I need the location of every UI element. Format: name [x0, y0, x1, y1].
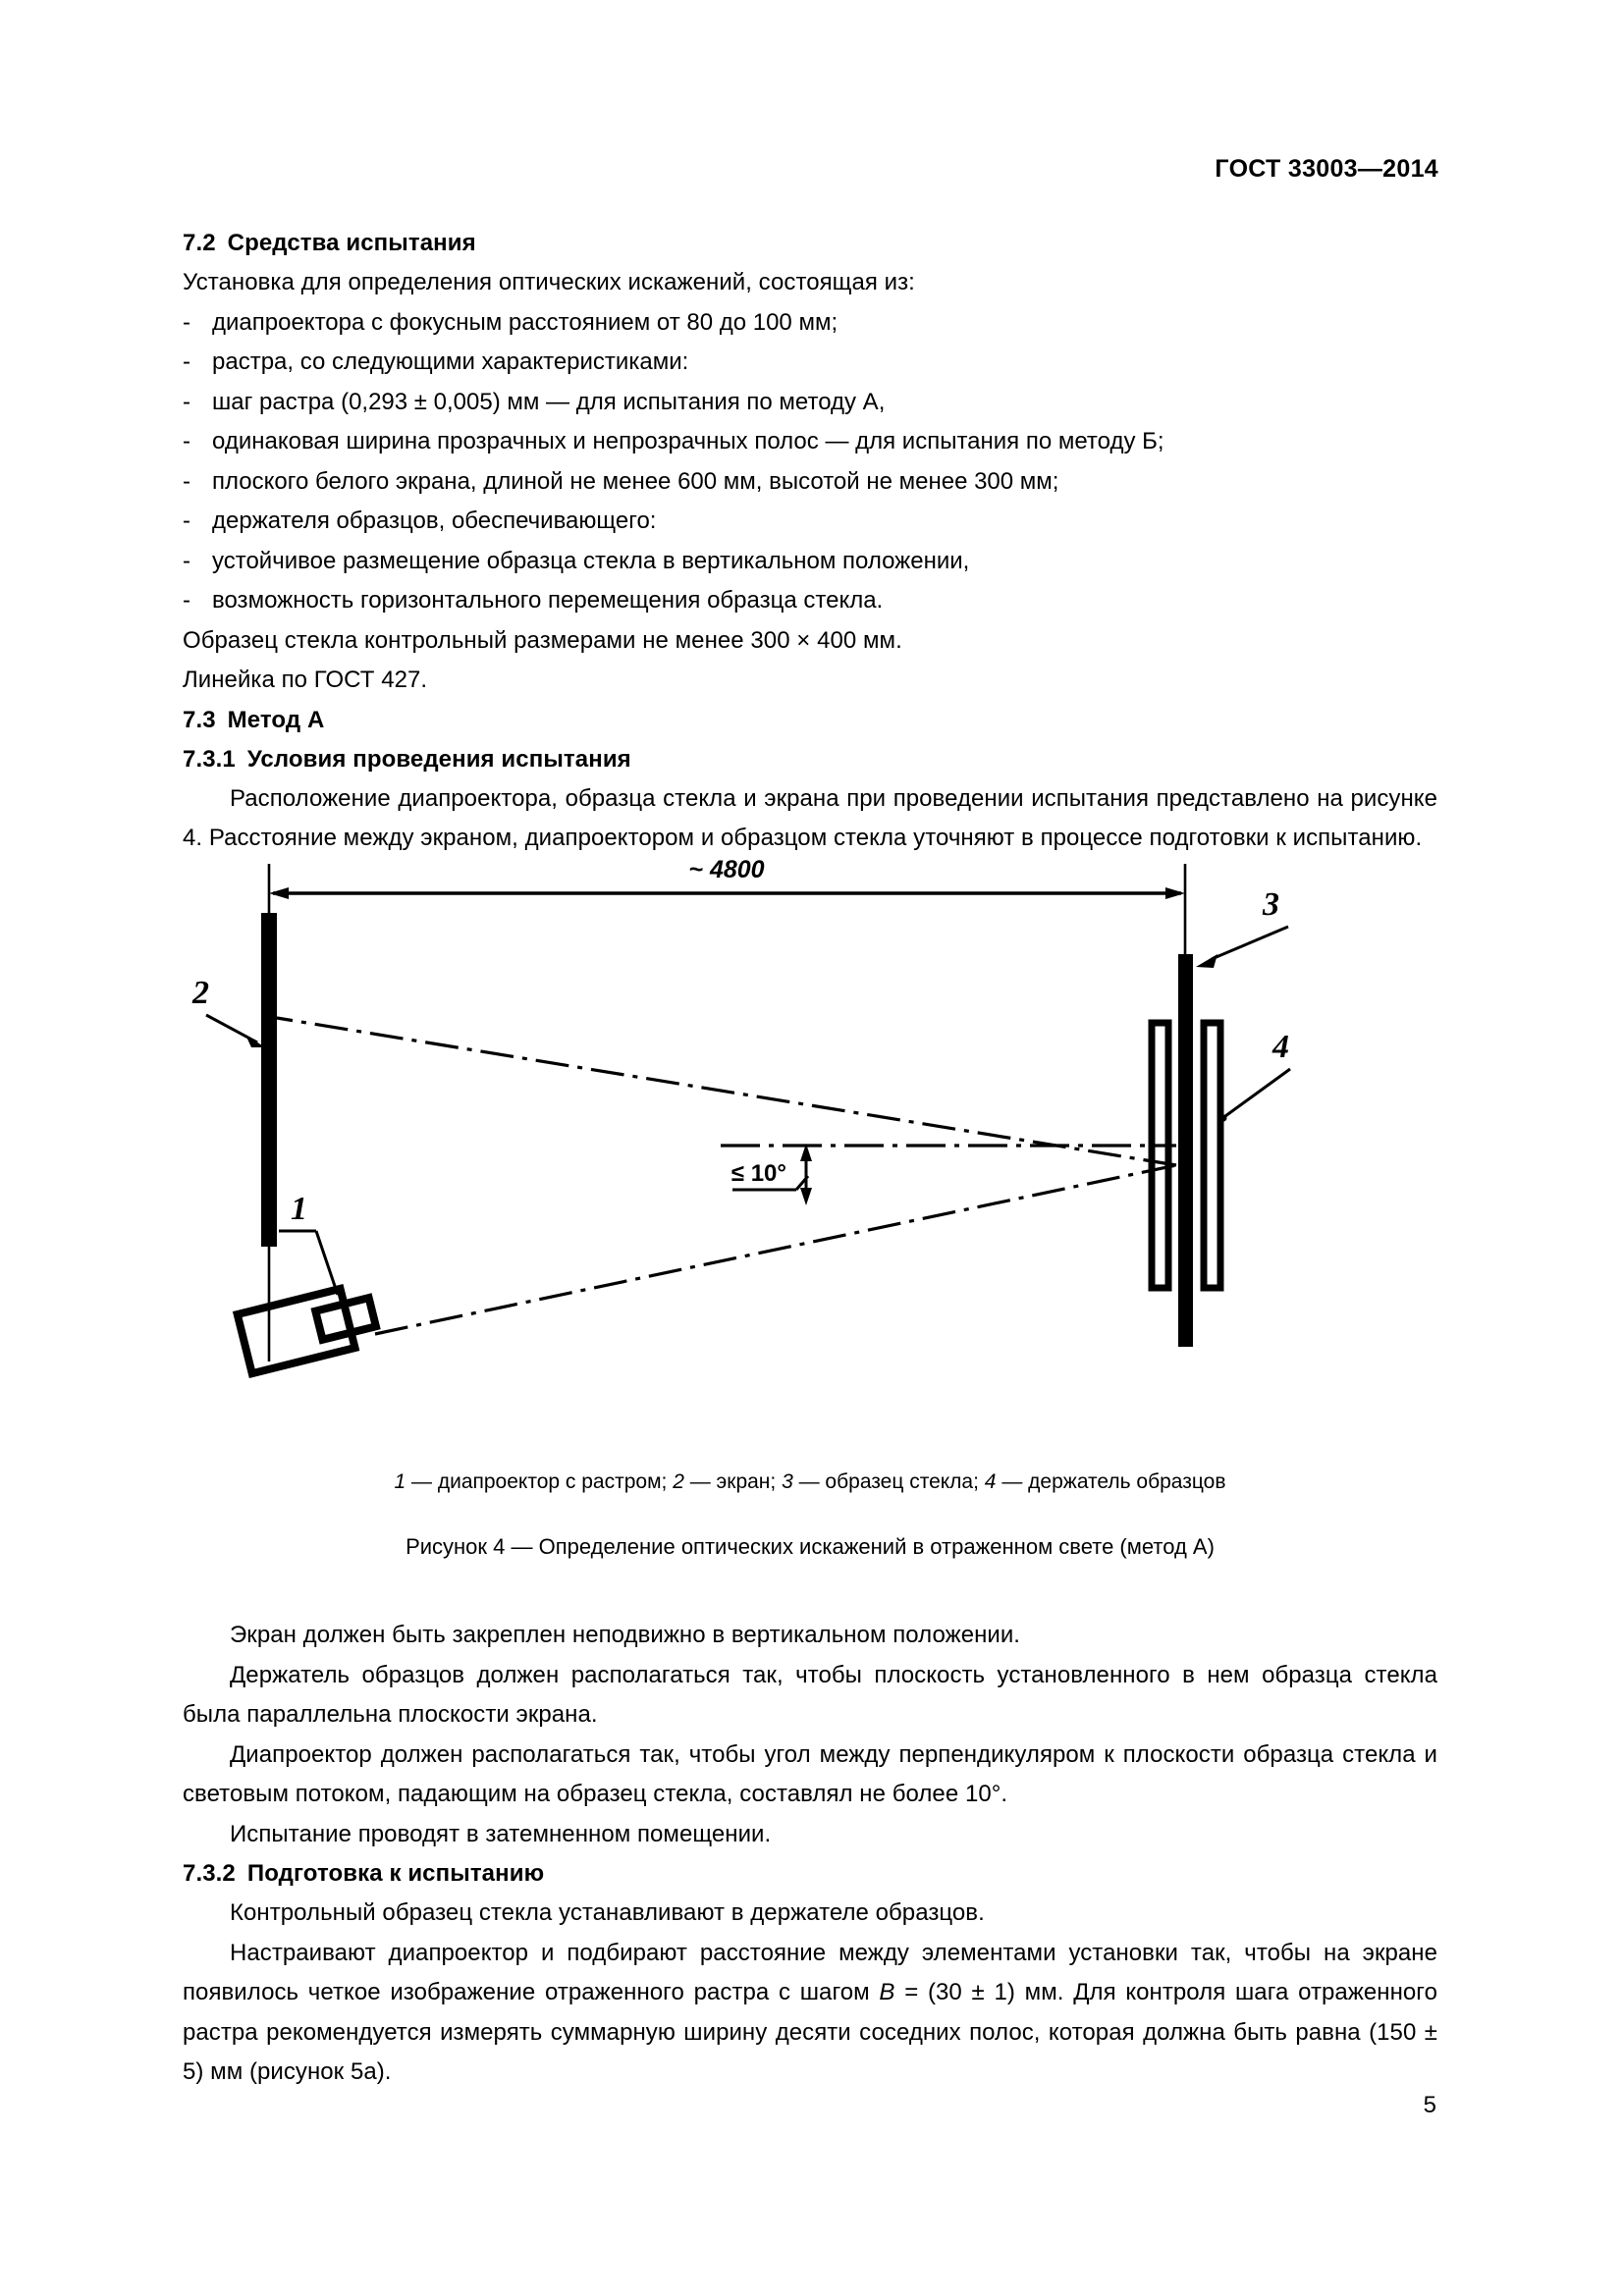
paragraph-7-3-2-text-a: Настраивают диапроектор и подбирают расс… [183, 1939, 1437, 2006]
ray-reflected [276, 1016, 1177, 1167]
dash-marker: - [183, 388, 190, 415]
paragraph-projector-angle: Диапроектор должен располагаться так, чт… [183, 1740, 1437, 1808]
content-lower: Экран должен быть закреплен неподвижно в… [183, 1616, 1437, 2093]
running-header-standard-number: ГОСТ 33003—2014 [1215, 155, 1438, 183]
legend-item-number: 3 [782, 1470, 793, 1493]
section-title-7-3-2: Подготовка к испытанию [246, 1860, 545, 1887]
projector-body [232, 1284, 360, 1379]
legend-item-number: 2 [673, 1470, 684, 1493]
legend-item-number: 4 [984, 1470, 997, 1493]
dash-marker: - [183, 428, 190, 454]
figure-4: ~ 4800 [183, 846, 1437, 1563]
angle-label: ≤ 10° [731, 1160, 786, 1187]
section-number-7-3-2: 7.3.2 [183, 1860, 236, 1887]
dimension-arrow-left-icon [269, 887, 289, 899]
dash-marker: - [183, 587, 190, 614]
angle-label-leader-kink [794, 1175, 810, 1191]
paragraph-control-sample-size: Образец стекла контрольный размерами не … [183, 626, 902, 654]
figure-4-legend: 1 — диапроектор с растром; 2 — экран; 3 … [183, 1467, 1437, 1498]
section-title-7-2: Средства испытания [227, 230, 476, 256]
list-item-text: держателя образцов, обеспечивающего: [212, 507, 657, 534]
callout-label-3: 3 [1262, 886, 1279, 923]
list-item-text: одинаковая ширина прозрачных и непрозрач… [212, 428, 1164, 454]
legend-item-number: 1 [394, 1470, 406, 1493]
figure-4-caption: Рисунок 4 — Определение оптических искаж… [406, 1534, 1215, 1559]
paragraph-7-3-2-body-1: Контрольный образец стекла устанавливают… [230, 1899, 985, 1926]
angle-arrow-down-icon [800, 1188, 812, 1205]
list-item: -держателя образцов, обеспечивающего: [183, 502, 1437, 542]
paragraph-screen-fixed: Экран должен быть закреплен неподвижно в… [230, 1622, 1021, 1648]
callout-label-1: 1 [291, 1191, 307, 1227]
callout-3-leader [1211, 925, 1289, 961]
paragraph-holder-parallel: Держатель образцов должен располагаться … [183, 1661, 1437, 1729]
paragraph-7-3-2-body-2: Настраивают диапроектор и подбирают расс… [183, 1934, 1437, 2093]
list-item: -плоского белого экрана, длиной не менее… [183, 462, 1437, 503]
legend-item-text: — образец стекла; [792, 1470, 985, 1493]
glass-sample-bar [1178, 954, 1193, 1347]
sample-holder-left-frame [1148, 1019, 1172, 1292]
angle-arrow-up-icon [800, 1144, 812, 1161]
screen-bar [261, 913, 277, 1247]
callout-4-dot [1219, 1114, 1227, 1122]
section-title-7-3: Метод А [227, 706, 325, 733]
list-item: -шаг растра (0,293 ± 0,005) мм — для исп… [183, 383, 1437, 423]
list-item: -устойчивое размещение образца стекла в … [183, 542, 1437, 582]
callout-4-leader [1224, 1067, 1291, 1118]
list-item-text: устойчивое размещение образца стекла в в… [212, 547, 970, 574]
dash-marker: - [183, 507, 190, 534]
section-number-7-2: 7.2 [183, 230, 216, 256]
paragraph-ruler-gost: Линейка по ГОСТ 427. [183, 667, 428, 693]
page-number: 5 [1423, 2092, 1436, 2118]
paragraph-7-3-2-text-b: = (30 ± 1) мм. Для контроля шага отражен… [183, 1979, 1437, 2085]
list-item-text: возможность горизонтального перемещения … [212, 587, 884, 614]
ray-incident [374, 1163, 1177, 1336]
legend-item-text: — экран; [683, 1470, 783, 1493]
section-heading-7-3-2: 7.3.2 Подготовка к испытанию [183, 1854, 1437, 1894]
callout-1-leader [314, 1230, 340, 1296]
dash-marker: - [183, 308, 190, 336]
content-upper: 7.2 Средства испытания Установка для опре… [183, 224, 1437, 859]
list-item: -диапроектора с фокусным расстоянием от … [183, 303, 1437, 344]
list-item: -возможность горизонтального перемещения… [183, 581, 1437, 621]
list-item-text: диапроектора с фокусным расстоянием от 8… [212, 308, 839, 336]
dimension-label: ~ 4800 [688, 856, 764, 883]
list-item-text: растра, со следующими характеристиками: [212, 348, 689, 375]
paragraph-7-3-1-body: Расположение диапроектора, образца стекл… [183, 784, 1437, 852]
dash-marker: - [183, 547, 190, 574]
list-item-text: плоского белого экрана, длиной не менее … [212, 467, 1059, 495]
paragraph-darkened-room: Испытание проводят в затемненном помещен… [230, 1820, 772, 1847]
callout-3-arrow-icon [1196, 954, 1217, 968]
projector-body-group [232, 1284, 381, 1379]
dash-marker: - [183, 467, 190, 495]
callout-label-2: 2 [191, 975, 209, 1011]
section-number-7-3-1: 7.3.1 [183, 745, 236, 773]
section-title-7-3-1: Условия проведения испытания [246, 745, 631, 773]
legend-item-text: — держатель образцов [996, 1470, 1226, 1493]
dimension-arrow-right-icon [1165, 887, 1185, 899]
list-item: - одинаковая ширина прозрачных и непрозр… [183, 422, 1437, 462]
section-heading-7-2: 7.2 Средства испытания [183, 224, 1437, 263]
section-number-7-3: 7.3 [183, 706, 216, 733]
dash-marker: - [183, 348, 190, 375]
optical-distortion-setup-diagram: ~ 4800 [191, 856, 1291, 1379]
callout-2-arrow-icon [245, 1035, 265, 1047]
figure-4-drawing: ~ 4800 [183, 846, 1437, 1455]
section-heading-7-3-1: 7.3.1 Условия проведения испытания [183, 740, 1437, 779]
projector-lens [310, 1293, 381, 1345]
section-heading-7-3: 7.3 Метод А [183, 701, 1437, 740]
list-item: -растра, со следующими характеристиками: [183, 343, 1437, 383]
callout-label-4: 4 [1271, 1029, 1289, 1065]
sample-holder-right-frame [1200, 1019, 1224, 1292]
variable-b: B [879, 1979, 895, 2005]
list-test-equipment: -диапроектора с фокусным расстоянием от … [183, 303, 1437, 621]
list-item-text: шаг растра (0,293 ± 0,005) мм — для испы… [212, 388, 886, 415]
legend-item-text: — диапроектор с растром; [406, 1470, 674, 1493]
paragraph-7-2-intro: Установка для определения оптических иск… [183, 269, 915, 295]
